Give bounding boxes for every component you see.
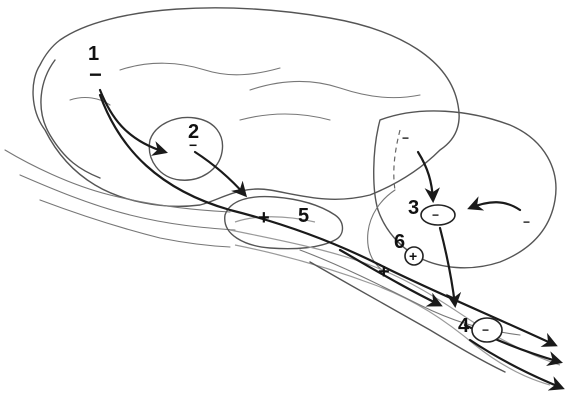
region-2-sign: − — [189, 137, 197, 153]
olfactory-band-2 — [20, 175, 235, 230]
region-4-sign: − — [482, 323, 489, 337]
olfactory-band-1 — [5, 150, 230, 212]
cerebellum-top-minus-sign: − — [402, 131, 409, 145]
cortex-fold-1 — [120, 63, 280, 75]
region-1-sign: − — [89, 62, 102, 87]
cortex-fold-3 — [240, 114, 330, 120]
arrow-right-to-3 — [470, 202, 520, 210]
brainstem-tract-2 — [235, 245, 550, 385]
olfactory-band-3 — [40, 200, 230, 247]
arrow-1-to-2 — [100, 90, 165, 152]
cerebellum-inner — [368, 190, 395, 270]
region-3-number: 3 — [408, 197, 419, 219]
region-6-number: 6 — [394, 231, 405, 253]
region-6-sign: + — [409, 248, 417, 264]
region-5-sign: + — [258, 207, 270, 229]
tract-plus-sign: + — [378, 261, 390, 283]
cerebellum-right-minus-sign: − — [523, 215, 530, 229]
region-4-number: 4 — [458, 315, 470, 337]
striatum-outline — [149, 117, 222, 180]
region-3-sign: − — [432, 208, 439, 222]
cortex-fold-2 — [250, 81, 420, 97]
region-5-number: 5 — [298, 205, 309, 227]
